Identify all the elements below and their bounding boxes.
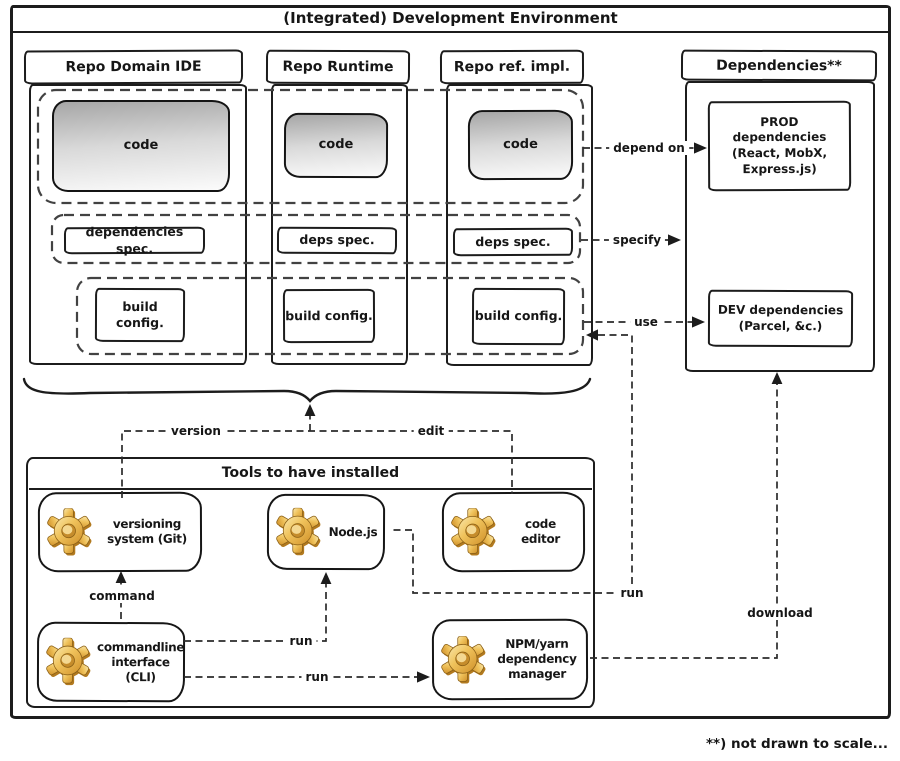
page-title: (Integrated) Development Environment [283,9,618,28]
frame-title-band [13,8,888,33]
dependencies-panel-header: Dependencies** [680,49,878,82]
column-header-repo-domain-ide: Repo Domain IDE [23,49,244,85]
gear-icon [45,638,93,686]
gear-icon [46,508,94,556]
tool-label-code-editor: code editor [521,516,561,546]
label-run-node: run [285,634,317,648]
column-header-repo-runtime: Repo Runtime [265,49,411,85]
spec-box-runtime: deps spec. [276,226,398,255]
spec-box-ide: dependencies spec. [63,224,206,256]
label-specify: specify [608,233,666,247]
tools-title: Tools to have installed [221,465,400,482]
tool-box-code-editor: code editor [441,491,586,573]
label-use: use [630,315,662,329]
gear-icon [275,508,323,556]
label-depend-on: depend on [609,141,689,155]
tool-label-versioning-system: versioning system (Git) [107,516,187,547]
spec-box-ref-impl: deps spec. [452,227,574,257]
build-box-ref-impl: build config. [471,287,566,346]
code-box-ref-impl: code [467,109,574,181]
label-edit: edit [413,424,449,438]
label-run-npm: run [301,670,333,684]
tool-box-cli: commandline interface (CLI) [36,621,186,703]
gear-icon [440,636,488,684]
label-download: download [743,606,817,620]
tool-label-npm-yarn: NPM/yarn dependency manager [497,636,577,682]
label-run-build: run [616,586,648,600]
tool-label-cli: commandline interface (CLI) [97,639,185,684]
tool-box-nodejs: Node.js [266,493,386,571]
dev-dependencies-box: DEV dependencies (Parcel, &c.) [707,289,854,348]
label-version: version [167,424,225,438]
gear-icon [450,508,498,556]
label-command: command [85,589,159,603]
footnote: **) not drawn to scale... [706,736,888,752]
frame [10,5,891,719]
code-box-ide: code [52,100,230,192]
prod-dependencies-box: PROD dependencies (React, MobX, Express.… [707,100,852,192]
tool-box-npm-yarn: NPM/yarn dependency manager [431,618,589,701]
build-box-runtime: build config. [282,288,376,344]
tool-label-nodejs: Node.js [328,524,378,539]
tool-box-versioning-system: versioning system (Git) [37,491,203,573]
code-box-runtime: code [283,112,389,179]
column-header-repo-ref-impl: Repo ref. impl. [439,49,585,85]
build-box-ide: build config. [94,287,186,343]
